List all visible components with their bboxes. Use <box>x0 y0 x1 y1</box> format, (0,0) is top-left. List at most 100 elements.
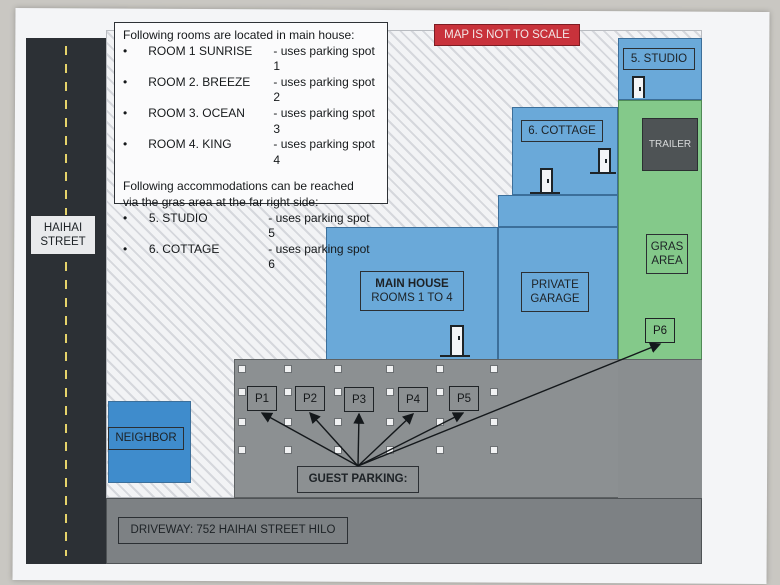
haihai-street <box>26 38 106 564</box>
parking-peg <box>284 388 292 396</box>
info-legend: Following rooms are located in main hous… <box>114 22 388 271</box>
main-house-title: MAIN HOUSE <box>375 277 449 290</box>
driveway <box>106 498 702 564</box>
accommodation-parking: - uses parking spot 5 <box>268 210 370 241</box>
parking-right-strip <box>618 360 702 498</box>
accommodation-parking: - uses parking spot 6 <box>268 241 370 272</box>
accommodations-heading-1: Following accommodations can be reached <box>123 179 354 194</box>
parking-peg <box>386 365 394 373</box>
cottage-lower <box>498 195 618 227</box>
cottage-side-door-icon <box>598 148 611 172</box>
garage-label: PRIVATE GARAGE <box>521 272 589 312</box>
parking-peg <box>334 418 342 426</box>
room-name: ROOM 2. BREEZE <box>148 74 251 89</box>
neighbor-building <box>108 401 191 483</box>
main-house-rooms: ROOMS 1 TO 4 <box>371 292 453 304</box>
parking-peg <box>284 446 292 454</box>
rooms-list: • ROOM 1 SUNRISE - uses parking spot 1 • RO… <box>123 44 379 169</box>
cottage-step-1 <box>530 192 560 194</box>
room-name: ROOM 3. OCEAN <box>148 105 245 120</box>
street-center-line <box>65 46 68 556</box>
parking-spot-p5: P5 <box>449 386 479 411</box>
neighbor-label: NEIGHBOR <box>108 427 184 450</box>
parking-peg <box>238 418 246 426</box>
street-label-line2: STREET <box>40 236 86 248</box>
garage-label-line1: PRIVATE <box>531 278 579 291</box>
parking-peg <box>490 388 498 396</box>
studio-label: 5. STUDIO <box>623 48 695 70</box>
accommodation-name: 5. STUDIO <box>148 210 208 225</box>
room-parking: - uses parking spot 2 <box>273 74 375 105</box>
arrow-to-p4 <box>357 413 415 467</box>
room-parking: - uses parking spot 4 <box>273 137 375 167</box>
driveway-label-text: DRIVEWAY: 752 HAIHAI STREET HILO <box>130 524 336 537</box>
trailer-label: TRAILER <box>648 139 692 150</box>
parking-peg <box>238 365 246 373</box>
parking-peg <box>334 365 342 373</box>
parking-peg <box>386 388 394 396</box>
bullet: • <box>123 137 128 152</box>
arrow-to-p2 <box>309 411 359 467</box>
main-house-door-icon <box>450 325 464 355</box>
list-item: • ROOM 4. KING - uses parking spot 4 <box>123 137 379 168</box>
guest-parking-label-text: GUEST PARKING: <box>308 473 408 486</box>
room-name: ROOM 1 SUNRISE <box>148 43 253 58</box>
arrow-to-p3 <box>353 412 365 467</box>
parking-spot-p3: P3 <box>344 387 374 412</box>
gras-label-line1: GRAS <box>650 240 684 253</box>
studio-label-text: 5. STUDIO <box>630 52 688 65</box>
parking-peg <box>284 418 292 426</box>
parking-peg <box>490 446 498 454</box>
street-label: HAIHAI STREET <box>30 215 96 255</box>
cottage-label: 6. COTTAGE <box>521 120 603 142</box>
room-parking: - uses parking spot 3 <box>273 105 375 136</box>
list-item: •6. COTTAGE- uses parking spot 6 <box>123 242 379 273</box>
parking-peg <box>436 365 444 373</box>
room-name: ROOM 4. KING <box>148 137 232 152</box>
parking-spot-p4: P4 <box>398 387 428 412</box>
parking-peg <box>436 446 444 454</box>
bullet: • <box>123 43 128 58</box>
bullet: • <box>123 74 128 89</box>
parking-peg <box>490 365 498 373</box>
parking-spot-p2: P2 <box>295 386 325 411</box>
list-item: • ROOM 2. BREEZE - uses parking spot 2 <box>123 75 379 106</box>
driveway-label: DRIVEWAY: 752 HAIHAI STREET HILO <box>118 517 348 544</box>
list-item: • 5. STUDIO - uses parking spot 5 <box>123 211 379 242</box>
parking-peg <box>334 446 342 454</box>
bullet: • <box>123 210 128 225</box>
street-label-line1: HAIHAI <box>43 221 83 234</box>
parking-peg <box>490 418 498 426</box>
parking-peg <box>334 388 342 396</box>
cottage-label-text: 6. COTTAGE <box>528 124 596 137</box>
main-house-label: MAIN HOUSE ROOMS 1 TO 4 <box>360 271 464 311</box>
rooms-heading: Following rooms are located in main hous… <box>123 28 355 42</box>
room-parking: - uses parking spot 1 <box>273 43 375 74</box>
parking-peg <box>386 418 394 426</box>
parking-peg <box>284 365 292 373</box>
private-garage <box>498 227 618 361</box>
list-item: • ROOM 1 SUNRISE - uses parking spot 1 <box>123 44 379 75</box>
arrow-to-p1 <box>260 412 359 467</box>
neighbor-label-text: NEIGHBOR <box>115 432 177 445</box>
not-to-scale-text: MAP IS NOT TO SCALE <box>444 29 570 41</box>
parking-spot-p1: P1 <box>247 386 277 411</box>
parking-peg <box>436 418 444 426</box>
gras-label: GRAS AREA <box>646 234 688 274</box>
cottage-step-2 <box>590 172 616 174</box>
accommodations-list: • 5. STUDIO - uses parking spot 5 •6. COTT… <box>123 211 379 273</box>
gras-label-line2: AREA <box>651 255 683 267</box>
accommodations-heading-2: via the gras area at the far right side: <box>123 194 319 209</box>
arrow-to-p6 <box>357 342 662 467</box>
parking-peg <box>238 446 246 454</box>
main-house-step <box>440 355 470 357</box>
guest-parking-label: GUEST PARKING: <box>297 466 419 493</box>
trailer: TRAILER <box>642 118 698 171</box>
main-house <box>326 227 498 361</box>
bullet: • <box>123 105 128 120</box>
bullet: • <box>123 241 128 256</box>
parking-peg <box>436 388 444 396</box>
list-item: • ROOM 3. OCEAN - uses parking spot 3 <box>123 106 379 137</box>
studio-door-icon <box>632 76 645 98</box>
